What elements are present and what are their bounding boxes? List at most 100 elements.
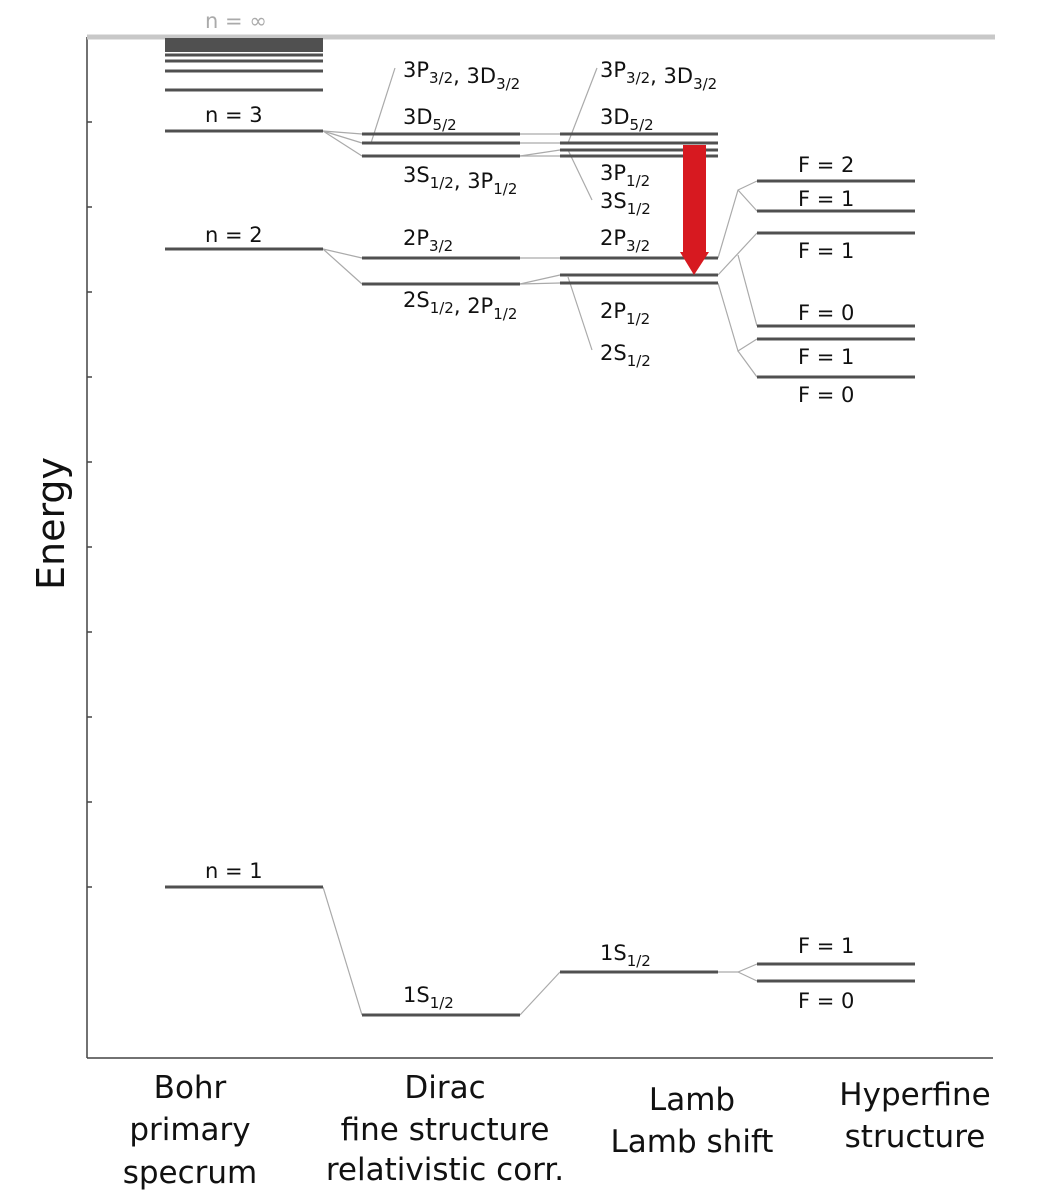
label-text: 2S: [600, 341, 627, 365]
lamb-level-label: 2S1/2: [600, 341, 651, 370]
connector-line: [718, 963, 758, 973]
label-text: , 2P: [454, 294, 493, 318]
lamb-level-label: 3S1/2: [600, 189, 651, 218]
label-text: 3P: [403, 58, 429, 82]
hyperfine-level-label: F = 1: [798, 187, 854, 211]
lamb-level-label: 3D5/2: [600, 105, 654, 134]
hyperfine-level-label: F = 1: [798, 239, 854, 263]
label-subscript: 3/2: [429, 237, 453, 255]
connector-line: [737, 189, 758, 212]
label-text: 3P: [600, 161, 626, 185]
label-text: 1S: [403, 983, 430, 1007]
column-title-line: primary: [129, 1112, 250, 1148]
label-text: 3D: [403, 105, 433, 129]
label-text: 2P: [403, 226, 429, 250]
label-subscript: 1/2: [430, 174, 454, 192]
hyperfine-level-label: F = 0: [798, 989, 854, 1013]
hyperfine-level-label: F = 0: [798, 301, 854, 325]
axes: [86, 34, 995, 1059]
connector-line: [370, 67, 396, 144]
column-title-line: Hyperfine: [839, 1077, 990, 1113]
y-axis-label: Energy: [29, 457, 73, 590]
connector-line: [737, 971, 758, 982]
label-text: n = 2: [205, 223, 263, 247]
dirac-level-label: 3D5/2: [403, 105, 457, 134]
label-text: F = 1: [798, 187, 854, 211]
label-subscript: 3/2: [626, 69, 650, 87]
bohr-level-label: n = 1: [205, 859, 263, 883]
connector-line: [717, 232, 758, 276]
connector-line: [737, 350, 758, 378]
column-title-line: Lamb shift: [611, 1124, 774, 1160]
label-text: 3D: [600, 105, 630, 129]
column-title-line: structure: [845, 1119, 986, 1155]
connector-line: [567, 149, 593, 201]
column-title-line: Lamb: [649, 1082, 735, 1118]
label-text: 2P: [600, 226, 626, 250]
continuum-band: [165, 38, 323, 52]
label-text: 2P: [600, 299, 626, 323]
label-subscript: 1/2: [627, 352, 651, 370]
lamb-level-label: 3P3/2, 3D3/2: [600, 58, 717, 93]
label-text: 1S: [600, 941, 627, 965]
lamb-level-label: 2P3/2: [600, 226, 650, 255]
dirac-level-label: 2P3/2: [403, 226, 453, 255]
label-subscript: 1/2: [430, 299, 454, 317]
lamb-level-label: 2P1/2: [600, 299, 650, 328]
label-subscript: 5/2: [433, 116, 457, 134]
label-subscript: 1/2: [626, 172, 650, 190]
connector-line: [322, 886, 363, 1016]
label-subscript: 3/2: [626, 237, 650, 255]
connector-line: [322, 248, 363, 259]
energy-levels: [165, 38, 915, 1017]
connector-line: [322, 248, 363, 285]
connector-line: [567, 276, 593, 351]
label-subscript: 1/2: [430, 994, 454, 1012]
bohr-level-label: n = 2: [205, 223, 263, 247]
transition-arrow-icon: [680, 145, 709, 275]
connector-line: [519, 282, 561, 285]
connector-line: [519, 149, 561, 157]
connector-line: [322, 130, 363, 144]
label-text: F = 1: [798, 934, 854, 958]
bohr-level-label: n = 3: [205, 103, 263, 127]
connector-line: [322, 130, 363, 135]
column-title-line: fine structure: [341, 1112, 550, 1148]
label-subscript: 1/2: [626, 310, 650, 328]
transition-arrow: [680, 145, 709, 275]
lamb-level-label: 3P1/2: [600, 161, 650, 190]
connector-line: [519, 274, 561, 285]
label-text: 3S: [600, 189, 627, 213]
connector-line: [519, 971, 561, 1016]
dirac-level-label: 3P3/2, 3D3/2: [403, 58, 520, 93]
column-title-line: specrum: [123, 1155, 258, 1191]
label-text: 2S: [403, 288, 430, 312]
hyperfine-level-label: F = 1: [798, 345, 854, 369]
label-text: , 3D: [650, 64, 693, 88]
hyperfine-level-label: F = 1: [798, 934, 854, 958]
label-text: F = 0: [798, 383, 854, 407]
label-text: F = 0: [798, 301, 854, 325]
dirac-level-label: 2S1/2, 2P1/2: [403, 288, 517, 323]
label-text: 3P: [600, 58, 626, 82]
label-text: , 3P: [454, 169, 493, 193]
label-text: n = 1: [205, 859, 263, 883]
hyperfine-level-label: F = 2: [798, 153, 854, 177]
connector-line: [717, 282, 758, 352]
connector-line: [322, 130, 363, 157]
label-subscript: 5/2: [630, 116, 654, 134]
label-subscript: 1/2: [627, 200, 651, 218]
column-title-line: relativistic corr.: [326, 1152, 564, 1188]
label-subscript: 3/2: [429, 69, 453, 87]
label-text: n = ∞: [205, 9, 267, 33]
label-subscript: 1/2: [627, 952, 651, 970]
label-text: , 3D: [453, 64, 496, 88]
bohr-level-label: n = ∞: [205, 9, 267, 33]
lamb-level-label: 1S1/2: [600, 941, 651, 970]
column-title-line: Bohr: [154, 1070, 227, 1106]
label-text: n = 3: [205, 103, 263, 127]
